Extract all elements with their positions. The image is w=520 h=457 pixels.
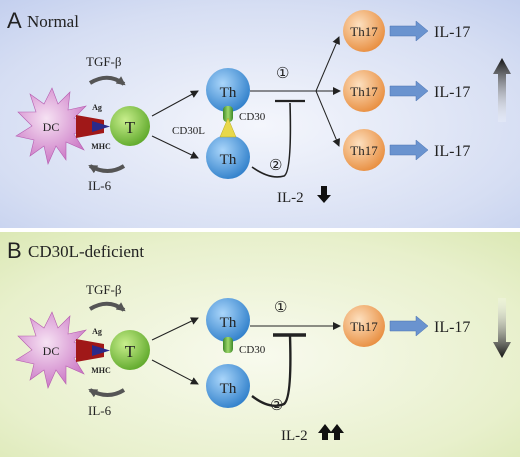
panel-b-il2-up-arrow-2 bbox=[330, 424, 344, 440]
panel-a-dc-label: DC bbox=[43, 120, 60, 134]
panel-b: B CD30L-deficient DC Ag MHC T TGF-β IL-6… bbox=[0, 232, 520, 457]
panel-a-th17-label-1: Th17 bbox=[350, 24, 378, 39]
panel-a-th17-label-2: Th17 bbox=[350, 84, 378, 99]
panel-b-step-1: ① bbox=[274, 300, 287, 316]
panel-b-dc-cell bbox=[15, 311, 93, 389]
panel-a-th-label-bottom: Th bbox=[220, 152, 237, 168]
panel-b-ag-label: Ag bbox=[92, 327, 102, 336]
panel-b-il6-label: IL-6 bbox=[88, 403, 112, 418]
panel-a-t-label: T bbox=[125, 118, 136, 137]
panel-a-background bbox=[0, 0, 520, 228]
panel-a-th17-cell-1 bbox=[343, 10, 385, 52]
panel-b-arrow-t-to-th-bottom bbox=[151, 359, 199, 385]
panel-a-th-cell-top bbox=[206, 68, 250, 112]
panel-a-mhc-receptor bbox=[76, 115, 104, 138]
panel-b-inhibition-line bbox=[251, 335, 292, 407]
panel-a-ag-label: Ag bbox=[92, 103, 102, 112]
panel-a-arrow-to-th17-3 bbox=[315, 90, 340, 147]
panel-b-block-arrow bbox=[389, 315, 429, 337]
panel-b-tgf-arrow bbox=[88, 301, 126, 312]
panel-a-th17-cell-2 bbox=[343, 70, 385, 112]
panel-a-il17-label-2: IL-17 bbox=[434, 84, 470, 101]
panel-b-dc-label: DC bbox=[43, 344, 60, 358]
panel-a: A Normal DC Ag MHC T TGF-β IL-6 Th Th CD… bbox=[0, 0, 520, 228]
panel-b-mhc-label: MHC bbox=[91, 366, 111, 375]
panel-a-th-label-top: Th bbox=[220, 85, 237, 101]
panel-b-mhc-receptor bbox=[76, 339, 104, 362]
panel-a-arrow-to-th17-1 bbox=[315, 36, 340, 92]
panel-a-increase-arrow bbox=[493, 58, 511, 122]
panel-b-il2-up-arrow-1 bbox=[318, 424, 332, 440]
panel-b-letter: B bbox=[7, 238, 22, 263]
panel-b-th17-cell bbox=[343, 305, 385, 347]
panel-divider bbox=[0, 228, 520, 232]
panel-a-arrow-t-to-th-bottom bbox=[151, 135, 199, 159]
panel-b-th-cell-top bbox=[206, 298, 250, 342]
panel-b-th-cell-bottom bbox=[206, 364, 250, 408]
panel-b-title: CD30L-deficient bbox=[28, 242, 144, 261]
panel-b-cd30-label: CD30 bbox=[239, 344, 266, 356]
panel-a-il17-label-1: IL-17 bbox=[434, 24, 470, 41]
panel-a-block-arrow-1 bbox=[389, 20, 429, 42]
panel-b-th-label-bottom: Th bbox=[220, 381, 237, 397]
panel-a-antigen-wedge bbox=[92, 121, 110, 132]
panel-a-cd30-label: CD30 bbox=[239, 111, 266, 123]
panel-b-th-label-top: Th bbox=[220, 315, 237, 331]
panel-a-il2-down-arrow bbox=[317, 186, 331, 203]
panel-a-cd30-receptor bbox=[223, 106, 233, 122]
panel-a-il17-label-3: IL-17 bbox=[434, 143, 470, 160]
panel-a-arrow-t-to-th-top bbox=[151, 90, 199, 117]
panel-a-inhibition-line bbox=[251, 102, 292, 178]
panel-a-cd30l-label: CD30L bbox=[172, 125, 205, 137]
panel-b-t-cell bbox=[110, 330, 150, 370]
panel-a-mhc-label: MHC bbox=[91, 142, 111, 151]
panel-a-tgf-label: TGF-β bbox=[86, 54, 122, 69]
panel-b-th17-label: Th17 bbox=[350, 319, 378, 334]
panel-b-il6-arrow bbox=[88, 388, 126, 398]
panel-a-il2-label: IL-2 bbox=[277, 190, 304, 206]
panel-a-th17-label-3: Th17 bbox=[350, 143, 378, 158]
panel-a-dc-cell bbox=[15, 87, 93, 165]
panel-a-il6-arrow bbox=[88, 164, 126, 174]
panel-b-t-label: T bbox=[125, 342, 136, 361]
panel-a-block-arrow-2 bbox=[389, 80, 429, 102]
panel-a-tgf-arrow bbox=[88, 75, 126, 86]
panel-a-il6-label: IL-6 bbox=[88, 178, 112, 193]
panel-b-il2-label: IL-2 bbox=[281, 428, 308, 444]
panel-b-tgf-label: TGF-β bbox=[86, 282, 122, 297]
panel-b-decrease-arrow bbox=[493, 298, 511, 358]
panel-b-antigen-wedge bbox=[92, 345, 110, 356]
panel-a-step-1: ① bbox=[276, 66, 289, 82]
panel-b-arrow-t-to-th-top bbox=[151, 317, 199, 341]
panel-a-step-2: ② bbox=[269, 158, 282, 174]
panel-a-title: Normal bbox=[27, 12, 79, 31]
panel-a-cd30l-ligand bbox=[219, 117, 237, 138]
panel-a-t-cell bbox=[110, 106, 150, 146]
panel-a-block-arrow-3 bbox=[389, 139, 429, 161]
panel-b-cd30-receptor bbox=[223, 337, 233, 353]
panel-a-th17-cell-3 bbox=[343, 129, 385, 171]
panel-a-letter: A bbox=[7, 8, 22, 33]
panel-a-th-cell-bottom bbox=[206, 135, 250, 179]
panel-b-il17-label: IL-17 bbox=[434, 319, 470, 336]
